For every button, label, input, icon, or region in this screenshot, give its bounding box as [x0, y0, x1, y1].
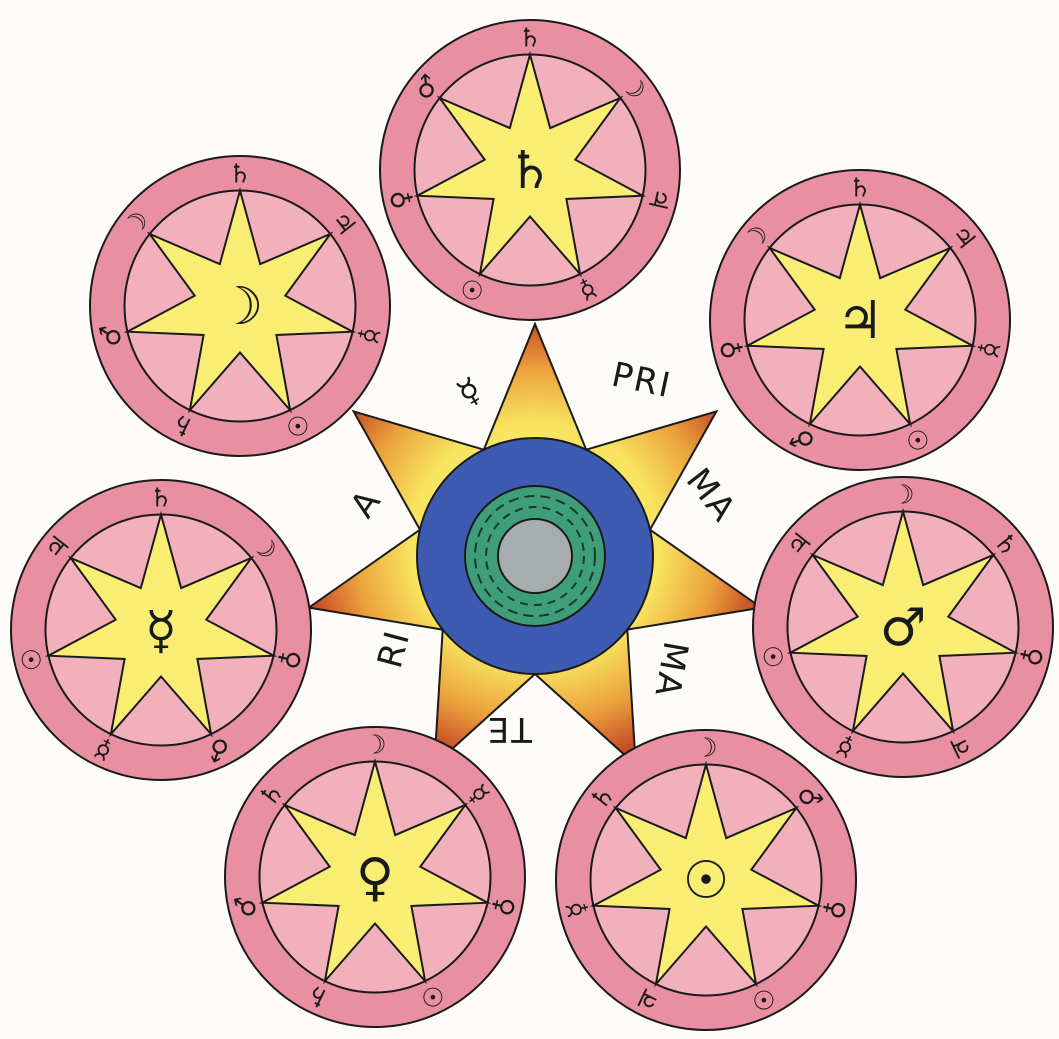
word-ma-1: MA	[678, 461, 744, 530]
word-a: A	[343, 482, 390, 526]
center-planet-symbol: ☽	[217, 277, 264, 337]
planet-circle-venus: ♀☽☿♀☉♄♂♄	[225, 727, 525, 1027]
center-planet-symbol: ♀	[356, 848, 394, 908]
word-ri: RI	[370, 626, 418, 673]
mercury-cross-icon: ☿	[451, 369, 491, 415]
planet-symbol-label: ☽	[363, 730, 386, 760]
planet-symbol-label: ♄	[518, 23, 541, 53]
center-planet-symbol: ♂	[880, 598, 927, 658]
planet-symbol-label: ♄	[228, 159, 251, 189]
planet-symbol-label: ☽	[891, 480, 914, 510]
word-te: TE	[486, 709, 533, 749]
planet-circle-moon: ☽♄♃☿☉♄♂☽	[90, 156, 390, 456]
planet-circle-mars: ♂☽♄♀♃☿☉♃	[753, 477, 1053, 777]
word-ma-2: MA	[646, 638, 695, 701]
planet-symbol-label: ☽	[694, 733, 717, 763]
planet-symbol-label: ♄	[149, 483, 172, 513]
center-planet-symbol: ♃	[837, 291, 884, 351]
grey-core	[498, 519, 572, 593]
center-star-group	[309, 324, 761, 765]
word-pri: PRI	[608, 355, 675, 407]
planet-circle-sun: ☉☽♂♀☉♃☿♄	[556, 730, 856, 1030]
planet-circle-jupiter: ♃♄♃☿☉♂♀☽	[710, 170, 1010, 470]
planet-symbol-label: ♄	[848, 173, 871, 203]
center-planet-symbol: ☉	[683, 851, 730, 911]
planet-circle-saturn: ♄♄☽♃☿☉♀♂	[380, 20, 680, 320]
center-planet-symbol: ☿	[145, 601, 177, 661]
center-planet-symbol: ♄	[507, 141, 554, 201]
planet-circle-mercury: ☿♄☽♀♂☿☉♃	[11, 480, 311, 780]
